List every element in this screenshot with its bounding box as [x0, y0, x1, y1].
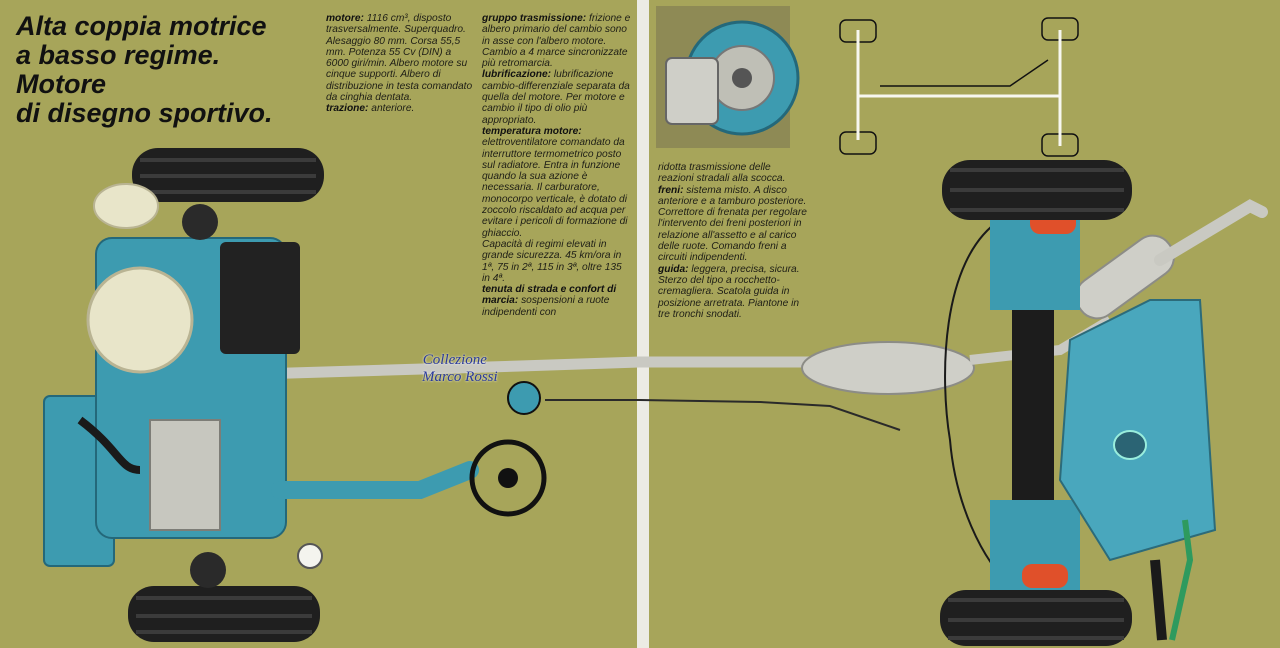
engine-assembly — [43, 183, 323, 588]
spec-label: freni: — [658, 184, 684, 196]
spec-text: frizione e albero primario del cambio so… — [482, 13, 631, 70]
spec-paragraph: guida: leggera, precisa, sicura. Sterzo … — [658, 264, 808, 320]
spec-paragraph: lubrificazione: lubrificazione cambio-di… — [482, 69, 632, 125]
spec-paragraph: gruppo trasmissione: frizione e albero p… — [482, 13, 632, 69]
steering-column — [271, 381, 547, 517]
watermark-line-2: Marco Rossi — [422, 369, 498, 385]
front-wheel-bottom — [128, 586, 320, 642]
headline-line-4: di disegno sportivo. — [16, 98, 273, 128]
spec-label: guida: — [658, 263, 689, 275]
front-wheel-top — [132, 148, 324, 202]
headline-line-1: Alta coppia motrice — [16, 11, 267, 41]
spec-paragraph: tenuta di strada e confort di marcia: so… — [482, 284, 632, 318]
brake-disc-inset — [656, 6, 800, 148]
spec-paragraph: temperatura motore: elettroventilatore c… — [482, 126, 632, 239]
watermark-line-1: Collezione — [422, 352, 487, 368]
spec-text: lubrificazione cambio-differenziale sepa… — [482, 69, 630, 126]
spec-text: sistema misto. A disco anteriore e a tam… — [658, 184, 807, 264]
spec-text: anteriore. — [368, 103, 415, 115]
brake-circuit-diagram — [839, 17, 1079, 157]
headline-line-3: Motore — [16, 69, 106, 99]
spec-text: Capacità di regimi elevati in grande sic… — [482, 238, 622, 284]
spec-column-1: motore: 1116 cm³, disposto trasversalmen… — [326, 13, 476, 115]
spec-paragraph: Capacità di regimi elevati in grande sic… — [482, 239, 632, 284]
headline-line-2: a basso regime. — [16, 40, 221, 70]
fuel-tank — [1058, 299, 1217, 562]
spec-label: temperatura motore: — [482, 125, 582, 137]
spec-text: 1116 cm³, disposto trasversalmente. Supe… — [326, 13, 473, 104]
spec-paragraph: freni: sistema misto. A disco anteriore … — [658, 185, 808, 264]
rear-wheel-bottom — [940, 590, 1132, 646]
page-gutter — [637, 0, 649, 648]
spec-paragraph: motore: 1116 cm³, disposto trasversalmen… — [326, 13, 476, 103]
spec-paragraph: ridotta trasmissione delle reazioni stra… — [658, 162, 808, 185]
spec-column-3: ridotta trasmissione delle reazioni stra… — [658, 162, 808, 320]
collection-watermark: Collezione Marco Rossi — [412, 352, 498, 386]
spec-label: tenuta di strada e confort di marcia: — [482, 284, 617, 307]
spec-paragraph: trazione: anteriore. — [326, 103, 476, 114]
spec-text: sospensioni a ruote indipendenti con — [482, 295, 610, 318]
spec-text: leggera, precisa, sicura. Sterzo del tip… — [658, 263, 800, 320]
spec-label: motore: — [326, 13, 364, 24]
spec-text: ridotta trasmissione delle reazioni stra… — [658, 162, 786, 185]
spec-label: trazione: — [326, 103, 369, 115]
rear-wheel-top — [942, 160, 1132, 220]
spec-text: elettroventilatore comandato da interrut… — [482, 137, 628, 239]
spec-column-2: gruppo trasmissione: frizione e albero p… — [482, 13, 632, 318]
spec-label: lubrificazione: — [482, 69, 552, 81]
headline: Alta coppia motrice a basso regime. Moto… — [16, 12, 316, 128]
spec-label: gruppo trasmissione: — [482, 13, 587, 24]
